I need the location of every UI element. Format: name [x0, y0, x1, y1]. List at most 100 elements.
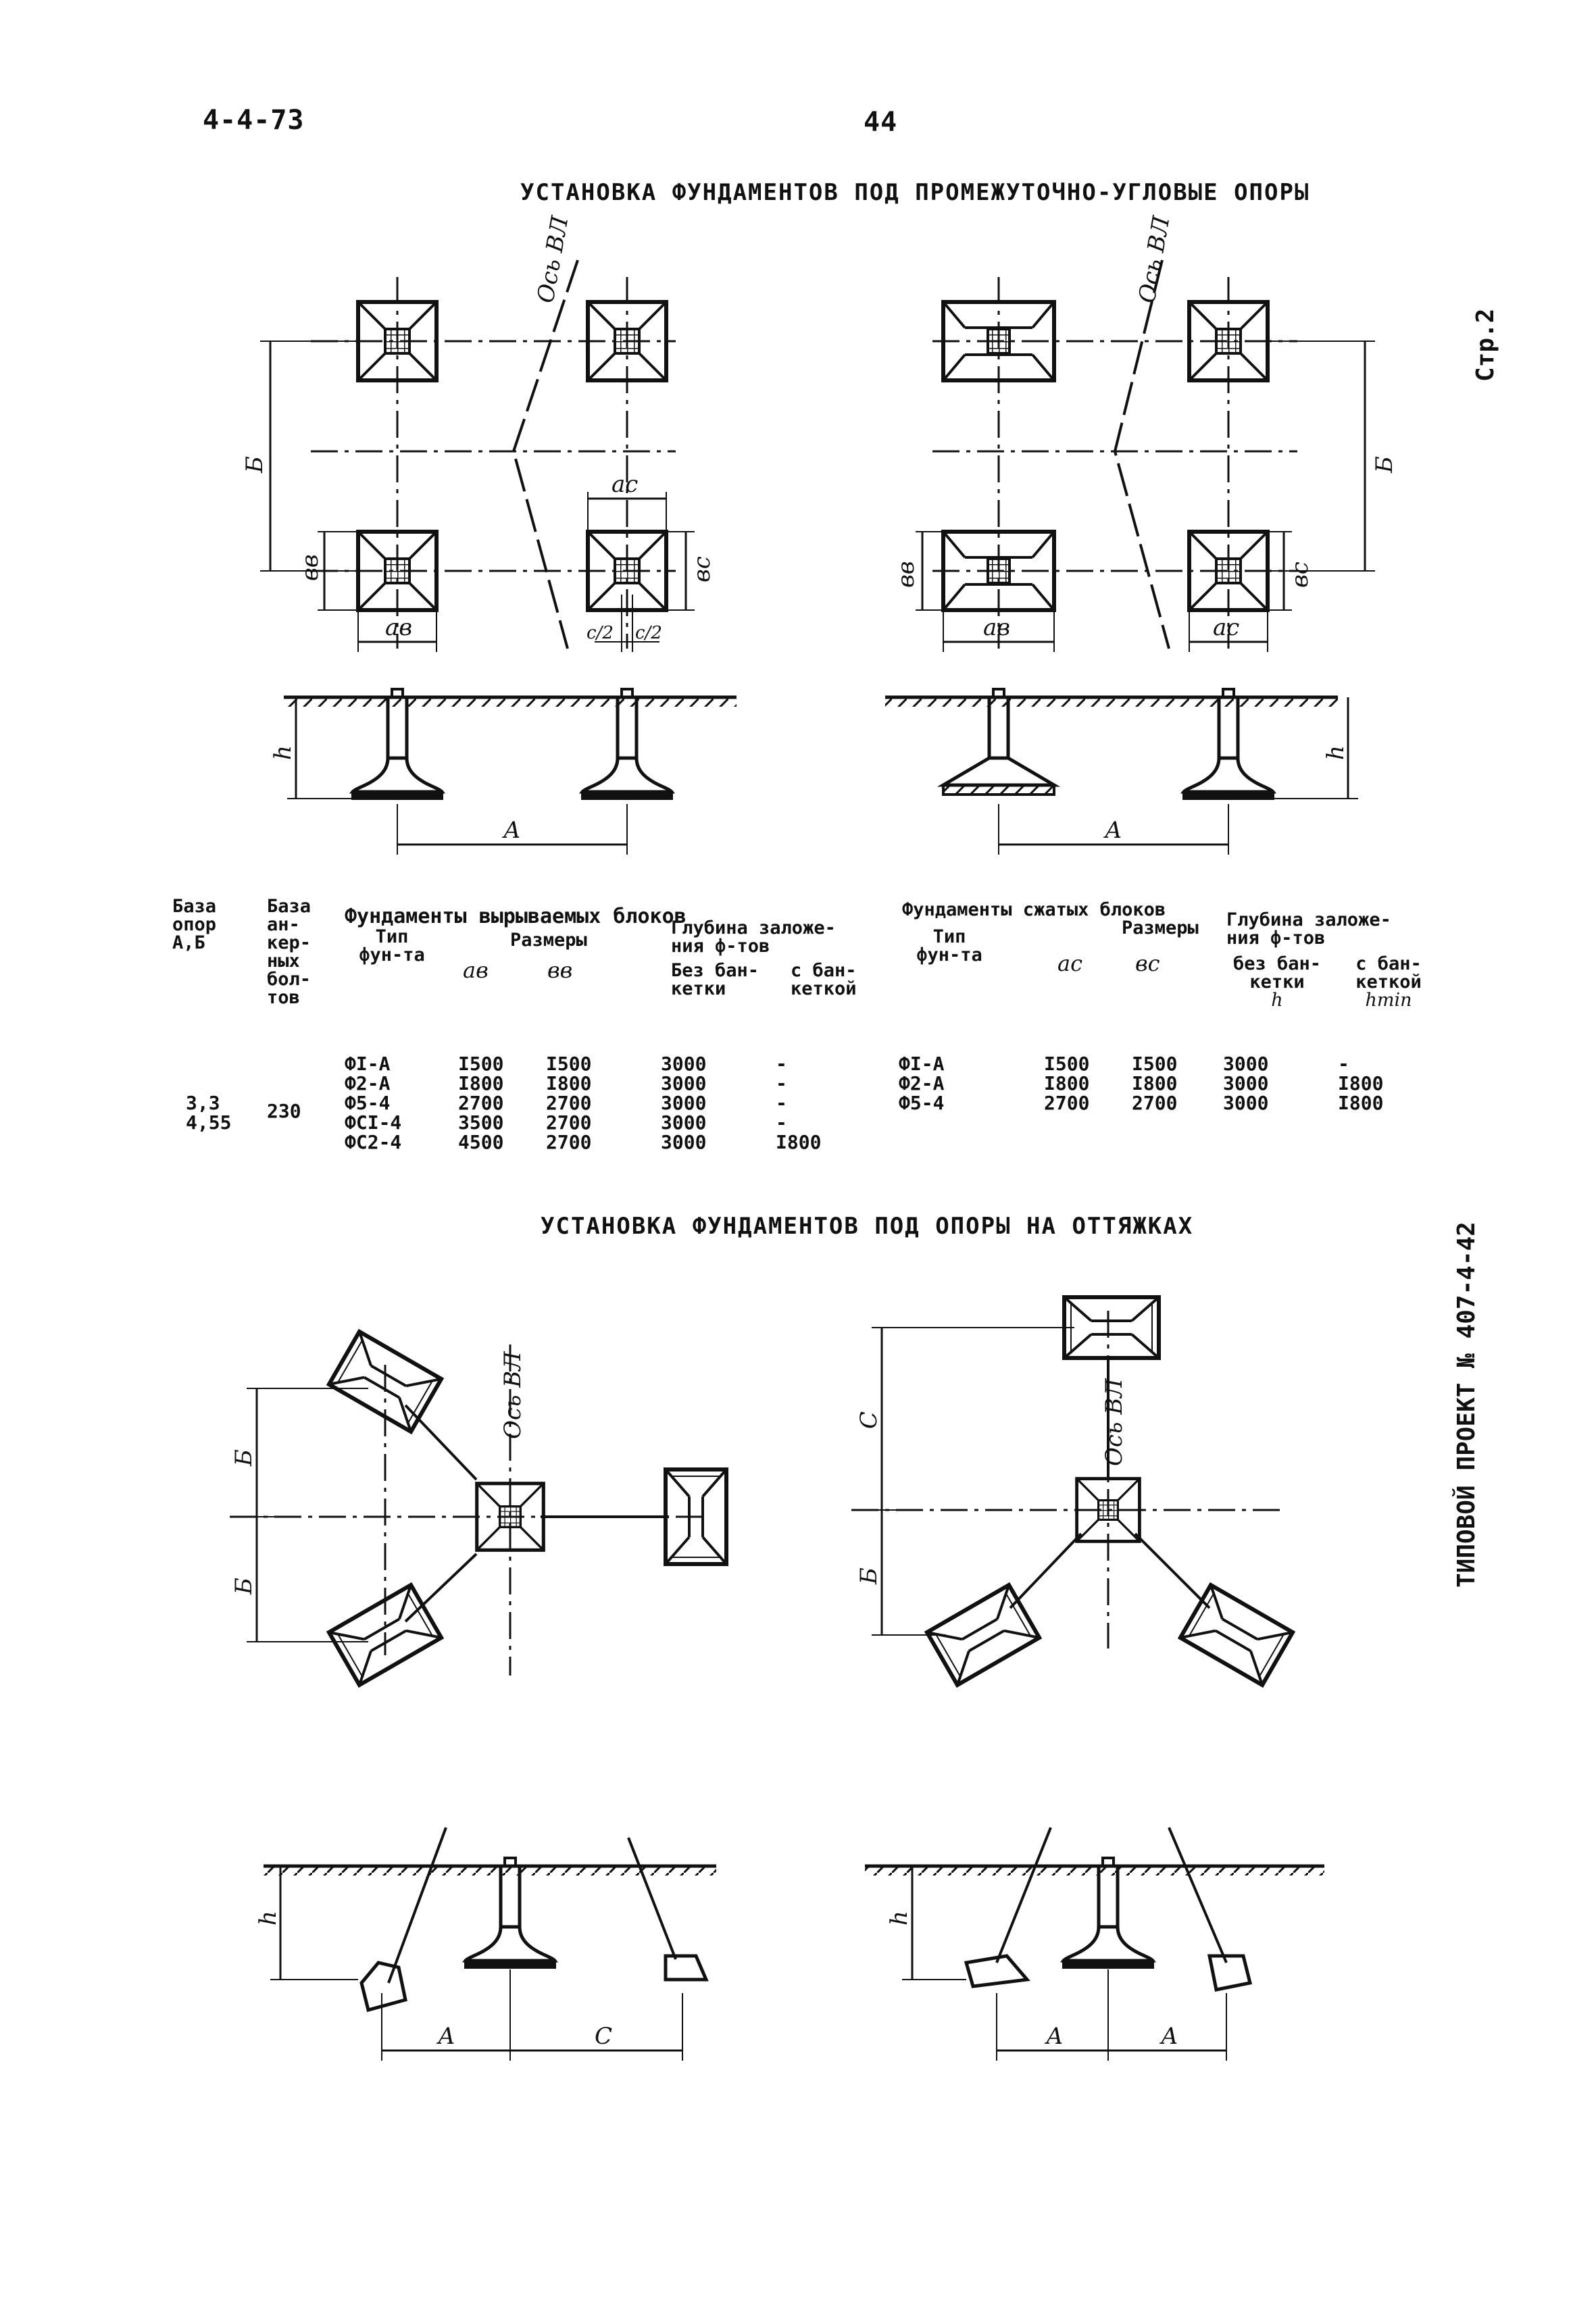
hdr-text: Тип — [375, 926, 409, 947]
elevation-right-angle — [885, 689, 1358, 855]
cell-h: 3000 — [1223, 1053, 1269, 1075]
dim-c-1: С — [855, 1411, 882, 1429]
cell-bv: 2700 — [546, 1131, 592, 1153]
hdr-bc: вc — [1135, 951, 1160, 976]
cell-bv: I500 — [546, 1053, 592, 1075]
hdr-text: бол- — [267, 969, 311, 990]
cell-av: I500 — [458, 1053, 504, 1075]
cell-ac: I500 — [1044, 1053, 1090, 1075]
cell-depth-concrete: - — [776, 1053, 787, 1075]
dim-h-3: h — [255, 1911, 282, 1926]
cell-h: 3000 — [1223, 1072, 1269, 1095]
hdr-text: кеткой — [791, 978, 857, 999]
hdr-text: кетки — [1249, 972, 1305, 992]
hdr-comp-depth: Глубина заложе- ния ф-тов — [1226, 911, 1391, 947]
cell-type: ФI-А — [899, 1053, 945, 1075]
hdr-text: Тип — [932, 926, 966, 947]
hdr-comp-type: Тип фун-та — [902, 928, 997, 964]
plan-left-guyed — [230, 1332, 726, 1685]
hdr-base-anchor: База ан- кер- ных бол- тов — [267, 897, 311, 1007]
cell-bv: I800 — [546, 1072, 592, 1095]
elevation-left-angle — [284, 689, 737, 855]
hdr-text: тов — [267, 987, 300, 1008]
cell-h: 3000 — [1223, 1092, 1269, 1114]
base-values: 3,3 4,55 — [186, 1093, 231, 1132]
hdr-with-concrete: с бан- кеткой — [791, 961, 857, 998]
hdr-text: Без бан- — [671, 960, 759, 981]
cell-depth-concrete: - — [776, 1072, 787, 1095]
base-value: 3,3 — [186, 1092, 220, 1114]
dim-h-4: h — [886, 1911, 913, 1926]
cell-depth-concrete: - — [776, 1111, 787, 1134]
hdr-type: Тип фун-та — [351, 928, 432, 964]
cell-hmin: I800 — [1338, 1072, 1384, 1095]
cell-depth-plain: 3000 — [661, 1092, 707, 1114]
dim-av-2: ав — [983, 614, 1010, 641]
hdr-depth: Глубина заложе- ния ф-тов — [671, 919, 836, 955]
cell-type: ФСI-4 — [345, 1111, 402, 1134]
cell-bc: 2700 — [1132, 1092, 1178, 1114]
hdr-text: h — [1271, 990, 1283, 1011]
dim-a-2: А — [1103, 817, 1122, 844]
cell-bv: 2700 — [546, 1092, 592, 1114]
dim-b-5: Б — [855, 1567, 882, 1585]
dim-c-half-1: c/2 — [587, 623, 614, 643]
hdr-text: опор — [172, 914, 217, 935]
axis-label-4: Ось ВЛ — [1101, 1378, 1128, 1466]
cell-bc: I800 — [1132, 1072, 1178, 1095]
hdr-comp-no-concrete: без бан- кетки h — [1226, 955, 1328, 1009]
dim-c-half-2: c/2 — [635, 623, 662, 643]
section1-title: УСТАНОВКА ФУНДАМЕНТОВ ПОД ПРОМЕЖУТОЧНО-У… — [520, 179, 1310, 206]
hdr-ac: ac — [1057, 951, 1082, 976]
dim-av-1: ав — [385, 614, 412, 641]
cell-av: 4500 — [458, 1131, 504, 1153]
cell-bc: I500 — [1132, 1053, 1178, 1075]
cell-av: 2700 — [458, 1092, 504, 1114]
cell-depth-concrete: I800 — [776, 1131, 822, 1153]
dim-a-1: А — [502, 817, 521, 844]
page-number: 44 — [864, 107, 898, 138]
hdr-text: кеткой — [1355, 972, 1422, 992]
hdr-comp-group: Фундаменты сжатых блоков — [902, 899, 1166, 920]
doc-code: 4-4-73 — [203, 105, 305, 136]
cell-depth-plain: 3000 — [661, 1111, 707, 1134]
cell-bv: 2700 — [546, 1111, 592, 1134]
hdr-text: фун-та — [359, 945, 425, 965]
dim-bv-2: вв — [893, 561, 920, 588]
hdr-text: hmin — [1365, 990, 1412, 1011]
cell-depth-plain: 3000 — [661, 1072, 707, 1095]
dim-b-3: Б — [230, 1449, 257, 1467]
hdr-text: База — [267, 896, 311, 917]
hdr-text: Глубина заложе- — [671, 917, 836, 938]
hdr-text: А,Б — [172, 932, 205, 953]
cell-hmin: I800 — [1338, 1092, 1384, 1114]
table-row: ФI-А I500 I500 3000 - — [899, 1054, 1419, 1074]
dim-b-2: Б — [1371, 456, 1398, 474]
hdr-text: с бан- — [791, 960, 857, 981]
dim-h-2: h — [1322, 745, 1349, 760]
hdr-text: ния ф-тов — [1226, 928, 1326, 949]
plan-right-angle — [916, 259, 1375, 652]
cell-ac: I800 — [1044, 1072, 1090, 1095]
axis-label-2: Ось ВЛ — [1133, 213, 1175, 305]
cell-depth-concrete: - — [776, 1092, 787, 1114]
hdr-base-supports: База опор А,Б — [172, 897, 216, 952]
cell-hmin: - — [1338, 1053, 1349, 1075]
hdr-text: ния ф-тов — [671, 936, 770, 957]
dim-ac-2: ac — [1213, 614, 1239, 641]
dim-h-1: h — [270, 745, 297, 760]
dim-bc-1: вc — [689, 556, 716, 582]
hdr-no-concrete: Без бан- кетки — [671, 961, 759, 998]
dim-b-1: Б — [241, 456, 268, 474]
hdr-text: без бан- — [1232, 953, 1322, 974]
hdr-text: фун-та — [916, 945, 982, 965]
elevation-right-guyed — [865, 1827, 1324, 2061]
